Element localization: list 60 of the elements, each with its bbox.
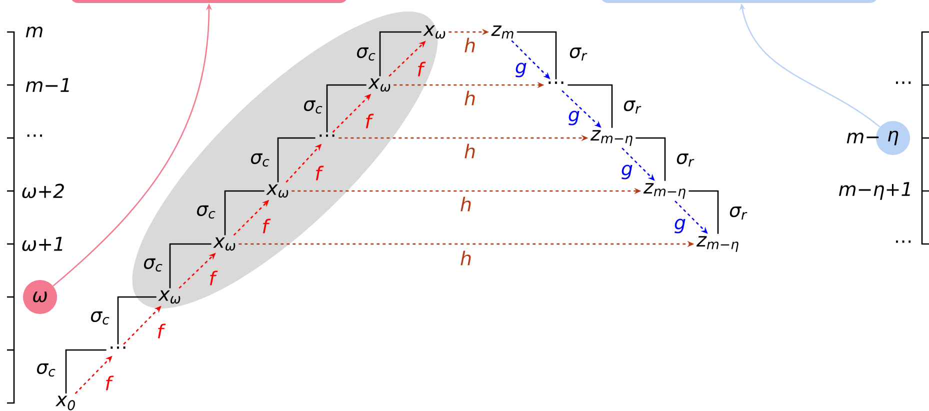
- edge-label: f: [106, 376, 114, 390]
- step-line: [379, 31, 422, 76]
- step-line: [688, 190, 719, 234]
- edge-label: σ$_{c}$: [357, 47, 376, 61]
- variable-label: x$_{0}$: [55, 396, 75, 410]
- edge-label: h: [460, 250, 471, 266]
- variable-label: z$_{m−η}$: [696, 236, 738, 252]
- ellipsis: ⋯: [548, 81, 564, 84]
- tick-label: ω+1: [22, 236, 62, 252]
- edge-label: g: [516, 62, 526, 78]
- edge-label: f: [262, 218, 271, 234]
- edge-label: f: [210, 270, 218, 286]
- tick-label: m−: [846, 132, 879, 144]
- edge-label: h: [464, 144, 475, 158]
- edge-label: σ$_{c}$: [304, 100, 322, 114]
- edge-label: f: [418, 62, 426, 76]
- step-line: [169, 243, 212, 288]
- tick-label: m−1: [26, 78, 69, 92]
- step-line: [117, 296, 156, 344]
- tick-label: ⋯: [896, 81, 911, 84]
- edge-label: h: [460, 196, 471, 212]
- step-line: [568, 84, 613, 128]
- variable-label: x$_{ω}$: [213, 237, 236, 251]
- edge-label: h: [464, 38, 475, 52]
- tick-label: ⋯: [896, 240, 911, 243]
- edge-label: σ$_{r}$: [676, 154, 694, 166]
- edge-label: σ$_{c}$: [197, 205, 216, 219]
- variable-label: z$_{m−η}$: [643, 183, 686, 199]
- edge-label: σ$_{r}$: [570, 48, 588, 60]
- variable-label: x$_{ω}$: [423, 25, 446, 39]
- variable-label: x$_{ω}$: [368, 78, 390, 92]
- edge-label: σ$_{r}$: [730, 206, 748, 220]
- edge-label: σ$_{c}$: [91, 311, 110, 325]
- ellipsis: ⋯: [110, 346, 126, 349]
- edge-label: f: [316, 166, 324, 180]
- variable-label: x$_{ω}$: [266, 184, 288, 198]
- edge-label: g: [622, 164, 632, 180]
- edge-label: σ$_{c}$: [144, 258, 162, 272]
- edge-label: σ$_{c}$: [251, 153, 270, 167]
- step-line: [636, 137, 666, 181]
- ellipsis: ⋯: [320, 134, 334, 137]
- edge-label: f: [366, 114, 374, 128]
- tick-label: m: [26, 26, 42, 38]
- variable-label: z$_{m−η}$: [590, 130, 632, 146]
- edge-label: g: [568, 110, 580, 126]
- step-line: [516, 31, 557, 80]
- tick-label: ⋯: [27, 134, 42, 137]
- edge-label: σ$_{r}$: [624, 100, 642, 114]
- variable-label: z$_{m}$: [491, 26, 514, 38]
- variable-label: x$_{ω}$: [158, 290, 180, 304]
- edge-label: h: [464, 90, 475, 106]
- step-line: [224, 190, 264, 236]
- edge-label: σ$_{c}$: [37, 363, 56, 377]
- edge-label: g: [674, 218, 686, 234]
- step-line: [277, 137, 316, 182]
- tick-label: m−η+1: [839, 182, 910, 200]
- step-line: [326, 84, 366, 132]
- step-line: [65, 349, 106, 394]
- edge-label: f: [158, 324, 166, 338]
- tick-label: ω+2: [22, 184, 64, 198]
